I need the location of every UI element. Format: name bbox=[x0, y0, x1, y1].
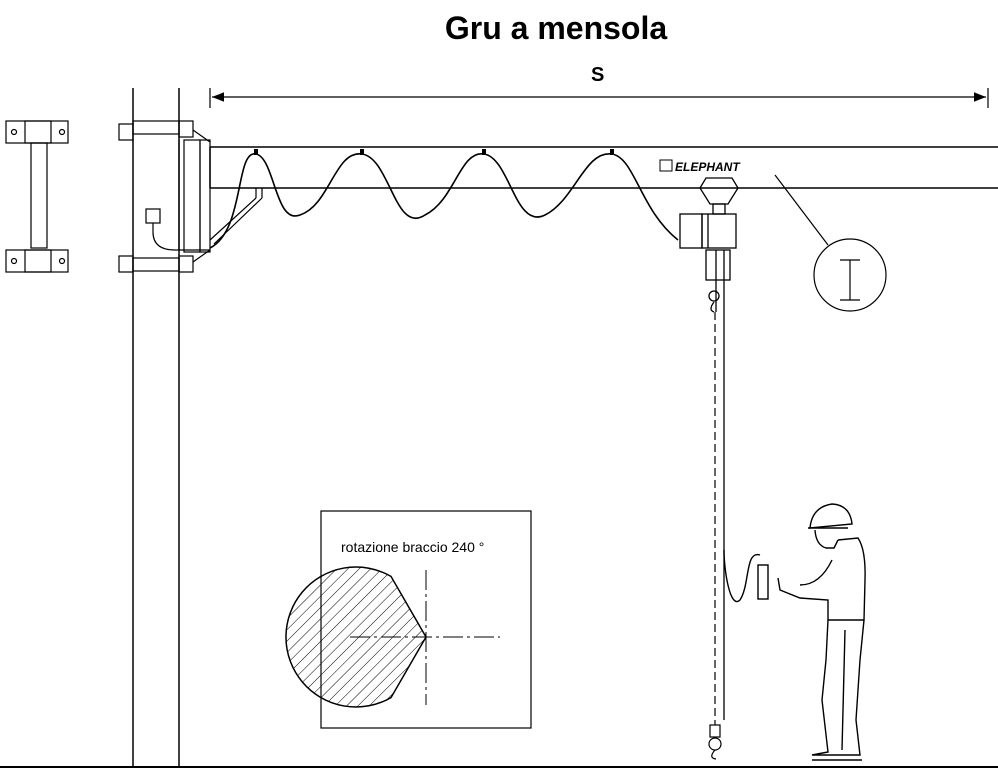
span-dimension bbox=[209, 88, 989, 108]
jib-beam bbox=[209, 146, 998, 189]
support-column bbox=[132, 88, 180, 767]
control-box bbox=[145, 208, 210, 251]
span-dimension-label: S bbox=[591, 64, 605, 86]
festoon-cable bbox=[209, 153, 679, 249]
column-bracket bbox=[118, 120, 211, 273]
brand-label: ELEPHANT bbox=[675, 160, 741, 174]
trolley-hoist bbox=[679, 177, 739, 720]
beam-section-callout bbox=[774, 174, 887, 312]
operator-figure bbox=[757, 503, 866, 761]
rotation-inset: rotazione braccio 240 ° bbox=[285, 510, 532, 729]
rotation-label: rotazione braccio 240 ° bbox=[341, 539, 484, 555]
beam-strut bbox=[209, 188, 263, 245]
bracket-side-view bbox=[5, 120, 69, 273]
page-title: Gru a mensola bbox=[444, 10, 668, 46]
hoist-chain-hook bbox=[708, 312, 722, 760]
brand-plate: ELEPHANT bbox=[659, 159, 741, 174]
cable-hangers bbox=[254, 149, 614, 155]
pendant-cable bbox=[723, 549, 761, 603]
